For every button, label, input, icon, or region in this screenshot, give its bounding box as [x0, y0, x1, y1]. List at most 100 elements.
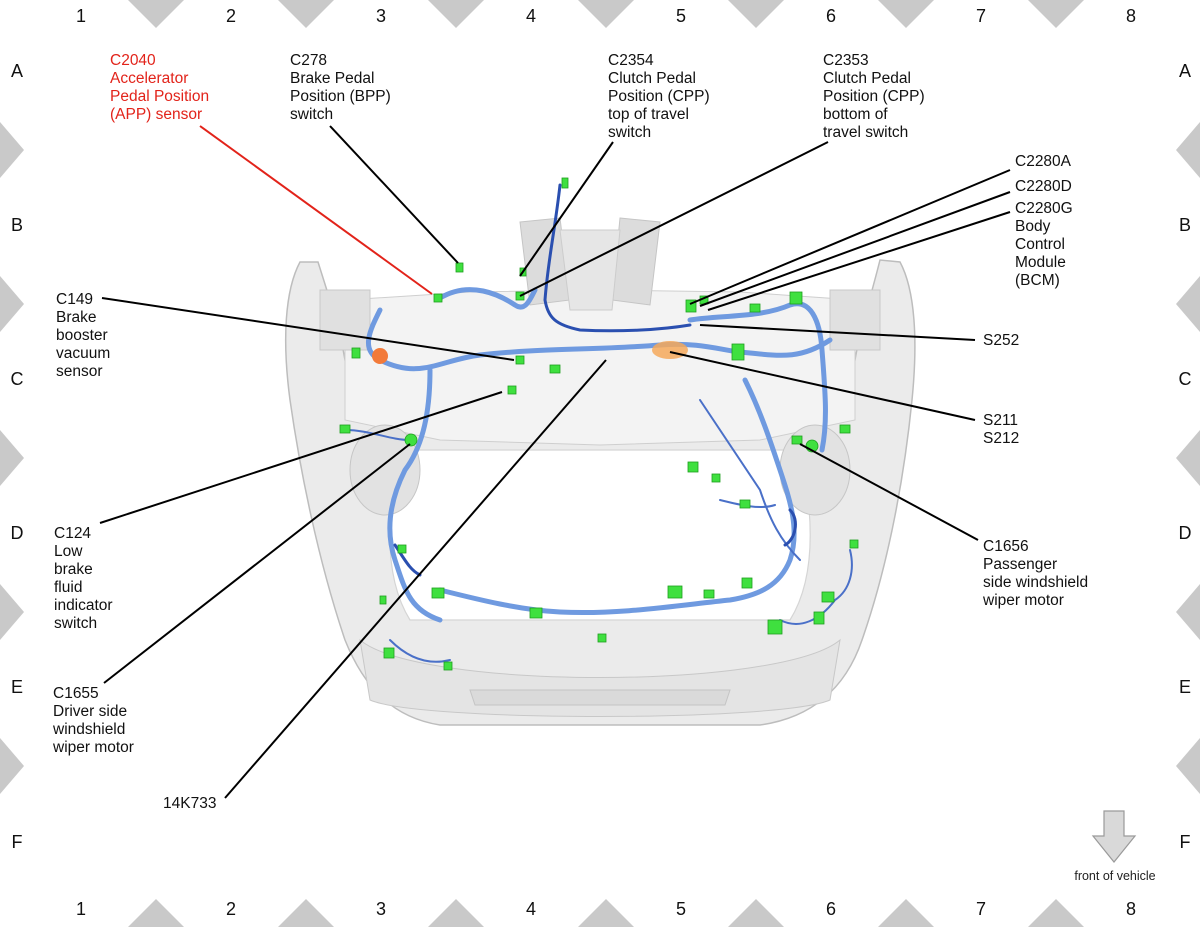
callout-c2280g-line-4: Module [1015, 254, 1066, 271]
callout-c2354: C2354 Clutch Pedal Position (CPP) top of… [608, 52, 714, 141]
grid-col-4-bottom: 4 [526, 899, 536, 919]
callout-c2353-line-3: Position (CPP) [823, 88, 925, 105]
callout-c2040: C2040 Accelerator Pedal Position (APP) s… [110, 52, 213, 123]
border-triangle-right [1176, 276, 1200, 332]
grid-col-3-top: 3 [376, 6, 386, 26]
grid-col-8-top: 8 [1126, 6, 1136, 26]
leader-c124 [99, 391, 503, 524]
splice-s211-marker [652, 341, 688, 359]
callout-c124-line-6: switch [54, 615, 97, 632]
grid-col-6-bottom: 6 [826, 899, 836, 919]
callout-labels: C2040 Accelerator Pedal Position (APP) s… [52, 52, 1092, 812]
leader-c149 [101, 297, 515, 361]
grid-row-f-right: F [1180, 832, 1191, 852]
callout-c124-line-5: indicator [54, 597, 113, 614]
grid-col-6-top: 6 [826, 6, 836, 26]
leader-lines [99, 125, 1011, 799]
callout-c278-line-1: C278 [290, 52, 327, 69]
leader-c2280d [699, 191, 1011, 307]
grid-col-1-top: 1 [76, 6, 86, 26]
leader-14k733 [224, 359, 607, 799]
splice-left-marker [372, 348, 388, 364]
grid-row-e-left: E [11, 677, 23, 697]
grid-row-c-left: C [11, 369, 24, 389]
grid-col-2-bottom: 2 [226, 899, 236, 919]
border-triangle-bottom [128, 899, 184, 927]
callout-14k733: 14K733 [163, 795, 216, 812]
callout-c278-line-3: Position (BPP) [290, 88, 391, 105]
grid-col-2-top: 2 [226, 6, 236, 26]
border-triangle-top [428, 0, 484, 28]
callout-c2353-line-5: travel switch [823, 124, 908, 141]
border-triangle-left [0, 430, 24, 486]
callout-c1656: C1656 Passenger side windshield wiper mo… [982, 538, 1092, 609]
callout-c149-line-4: vacuum [56, 345, 110, 362]
callout-c2040-line-1: C2040 [110, 52, 156, 69]
callout-c149-line-3: booster [56, 327, 108, 344]
callout-c1655-line-2: Driver side [53, 703, 127, 720]
border-triangle-top [1028, 0, 1084, 28]
leader-c2353 [519, 141, 829, 297]
grid-column-labels-top: 1 2 3 4 5 6 7 8 [76, 6, 1136, 26]
leader-c2280g [707, 211, 1011, 311]
callout-c1655-line-3: windshield [52, 721, 125, 738]
border-triangle-bottom [428, 899, 484, 927]
callout-c1656-line-1: C1656 [983, 538, 1029, 555]
callout-c2354-line-2: Clutch Pedal [608, 70, 696, 87]
border-triangle-left [0, 276, 24, 332]
grid-row-b-right: B [1179, 215, 1191, 235]
grid-col-8-bottom: 8 [1126, 899, 1136, 919]
grid-row-a-right: A [1179, 61, 1191, 81]
border-triangle-top [578, 0, 634, 28]
callout-s211: S211 S212 [983, 412, 1022, 447]
callout-c2280g: C2280G Body Control Module (BCM) [1015, 200, 1077, 289]
callout-c2354-line-5: switch [608, 124, 651, 141]
border-triangle-right [1176, 584, 1200, 640]
callout-c124: C124 Low brake fluid indicator switch [54, 525, 117, 632]
callout-c124-line-4: fluid [54, 579, 82, 596]
down-arrow-icon [1091, 810, 1137, 863]
border-triangle-bottom [1028, 899, 1084, 927]
grid-row-d-right: D [1179, 523, 1192, 543]
grid-row-e-right: E [1179, 677, 1191, 697]
grid-row-d-left: D [11, 523, 24, 543]
border-triangle-top [878, 0, 934, 28]
grid-row-b-left: B [11, 215, 23, 235]
callout-c1656-line-3: side windshield [983, 574, 1088, 591]
callout-c149: C149 Brake booster vacuum sensor [56, 291, 115, 380]
front-of-vehicle-indicator: front of vehicle [1074, 810, 1156, 883]
callout-c2353-line-4: bottom of [823, 106, 888, 123]
border-triangle-bottom [278, 899, 334, 927]
callout-c2040-line-2: Accelerator [110, 70, 188, 87]
grid-col-1-bottom: 1 [76, 899, 86, 919]
grid-row-labels-left: A B C D E F [11, 61, 24, 852]
border-triangle-left [0, 584, 24, 640]
callout-c278: C278 Brake Pedal Position (BPP) switch [290, 52, 395, 123]
callout-c2354-line-1: C2354 [608, 52, 654, 69]
border-triangle-top [128, 0, 184, 28]
leader-s252 [699, 324, 976, 341]
vehicle-body-illustration [284, 217, 916, 726]
callout-c2354-line-4: top of travel [608, 106, 689, 123]
border-triangle-right [1176, 738, 1200, 794]
border-triangle-bottom [878, 899, 934, 927]
grid-col-5-top: 5 [676, 6, 686, 26]
callout-c2353: C2353 Clutch Pedal Position (CPP) bottom… [823, 52, 929, 141]
callout-c149-line-1: C149 [56, 291, 93, 308]
grid-col-3-bottom: 3 [376, 899, 386, 919]
callout-c2040-line-4: (APP) sensor [110, 106, 202, 123]
callout-s211-line-1: S211 [983, 412, 1018, 429]
callout-c124-line-2: Low [54, 543, 83, 560]
callout-c2280d: C2280D [1015, 178, 1072, 195]
grid-col-7-bottom: 7 [976, 899, 986, 919]
grid-col-7-top: 7 [976, 6, 986, 26]
grid-row-a-left: A [11, 61, 23, 81]
callout-c124-line-3: brake [54, 561, 93, 578]
callout-c2280g-line-1: C2280G [1015, 200, 1073, 217]
leader-c278 [329, 125, 459, 264]
border-triangle-top [278, 0, 334, 28]
callout-c278-line-2: Brake Pedal [290, 70, 374, 87]
leader-s211 [669, 351, 976, 421]
